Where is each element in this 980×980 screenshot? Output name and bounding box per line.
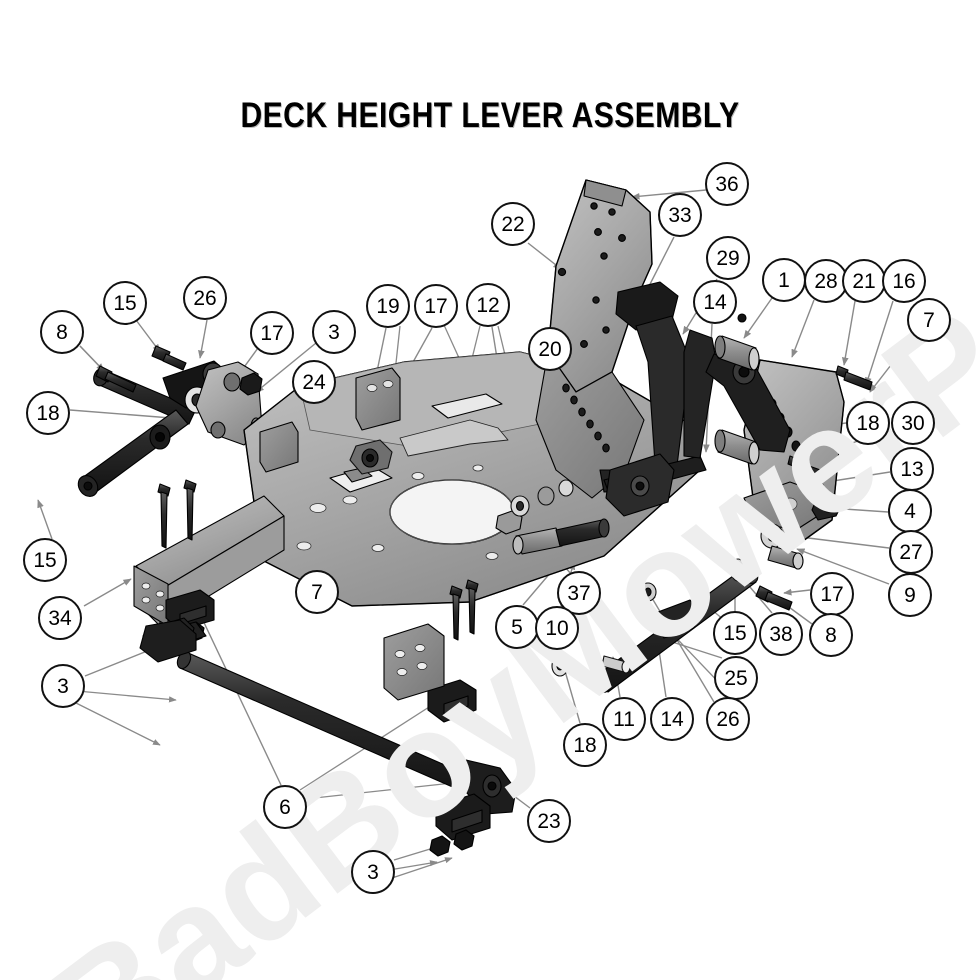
callout-9[interactable]: 9 <box>888 573 932 617</box>
callout-3[interactable]: 3 <box>41 664 85 708</box>
callout-23[interactable]: 23 <box>527 799 571 843</box>
callout-12[interactable]: 12 <box>466 283 510 327</box>
callout-22[interactable]: 22 <box>491 202 535 246</box>
callout-24[interactable]: 24 <box>292 360 336 404</box>
callout-19[interactable]: 19 <box>366 284 410 328</box>
callout-18[interactable]: 18 <box>26 391 70 435</box>
callout-3[interactable]: 3 <box>351 850 395 894</box>
callout-34[interactable]: 34 <box>38 596 82 640</box>
callout-14[interactable]: 14 <box>693 280 737 324</box>
callout-8[interactable]: 8 <box>40 310 84 354</box>
callout-8[interactable]: 8 <box>809 613 853 657</box>
callout-17[interactable]: 17 <box>414 284 458 328</box>
callout-27[interactable]: 27 <box>889 530 933 574</box>
callout-6[interactable]: 6 <box>263 785 307 829</box>
callout-26[interactable]: 26 <box>183 276 227 320</box>
callout-17[interactable]: 17 <box>250 311 294 355</box>
callout-15[interactable]: 15 <box>103 281 147 325</box>
callout-1[interactable]: 1 <box>762 258 806 302</box>
callout-21[interactable]: 21 <box>842 259 886 303</box>
callout-17[interactable]: 17 <box>810 572 854 616</box>
callout-10[interactable]: 10 <box>535 606 579 650</box>
callout-15[interactable]: 15 <box>713 611 757 655</box>
callout-16[interactable]: 16 <box>882 259 926 303</box>
callout-38[interactable]: 38 <box>759 612 803 656</box>
callout-5[interactable]: 5 <box>495 605 539 649</box>
callout-14[interactable]: 14 <box>650 697 694 741</box>
callout-4[interactable]: 4 <box>888 489 932 533</box>
callout-15[interactable]: 15 <box>23 538 67 582</box>
callout-26[interactable]: 26 <box>706 697 750 741</box>
callout-7[interactable]: 7 <box>295 570 339 614</box>
callout-37[interactable]: 37 <box>557 571 601 615</box>
callout-3[interactable]: 3 <box>312 310 356 354</box>
parts-geometry <box>77 179 873 857</box>
callout-18[interactable]: 18 <box>846 401 890 445</box>
callout-7[interactable]: 7 <box>907 298 951 342</box>
callout-25[interactable]: 25 <box>714 656 758 700</box>
callout-18[interactable]: 18 <box>563 723 607 767</box>
callout-36[interactable]: 36 <box>705 162 749 206</box>
callout-33[interactable]: 33 <box>658 193 702 237</box>
callout-11[interactable]: 11 <box>602 697 646 741</box>
page-title: DECK HEIGHT LEVER ASSEMBLY <box>240 96 740 135</box>
callout-20[interactable]: 20 <box>528 327 572 371</box>
callout-29[interactable]: 29 <box>706 236 750 280</box>
callout-13[interactable]: 13 <box>890 447 934 491</box>
callout-30[interactable]: 30 <box>891 401 935 445</box>
